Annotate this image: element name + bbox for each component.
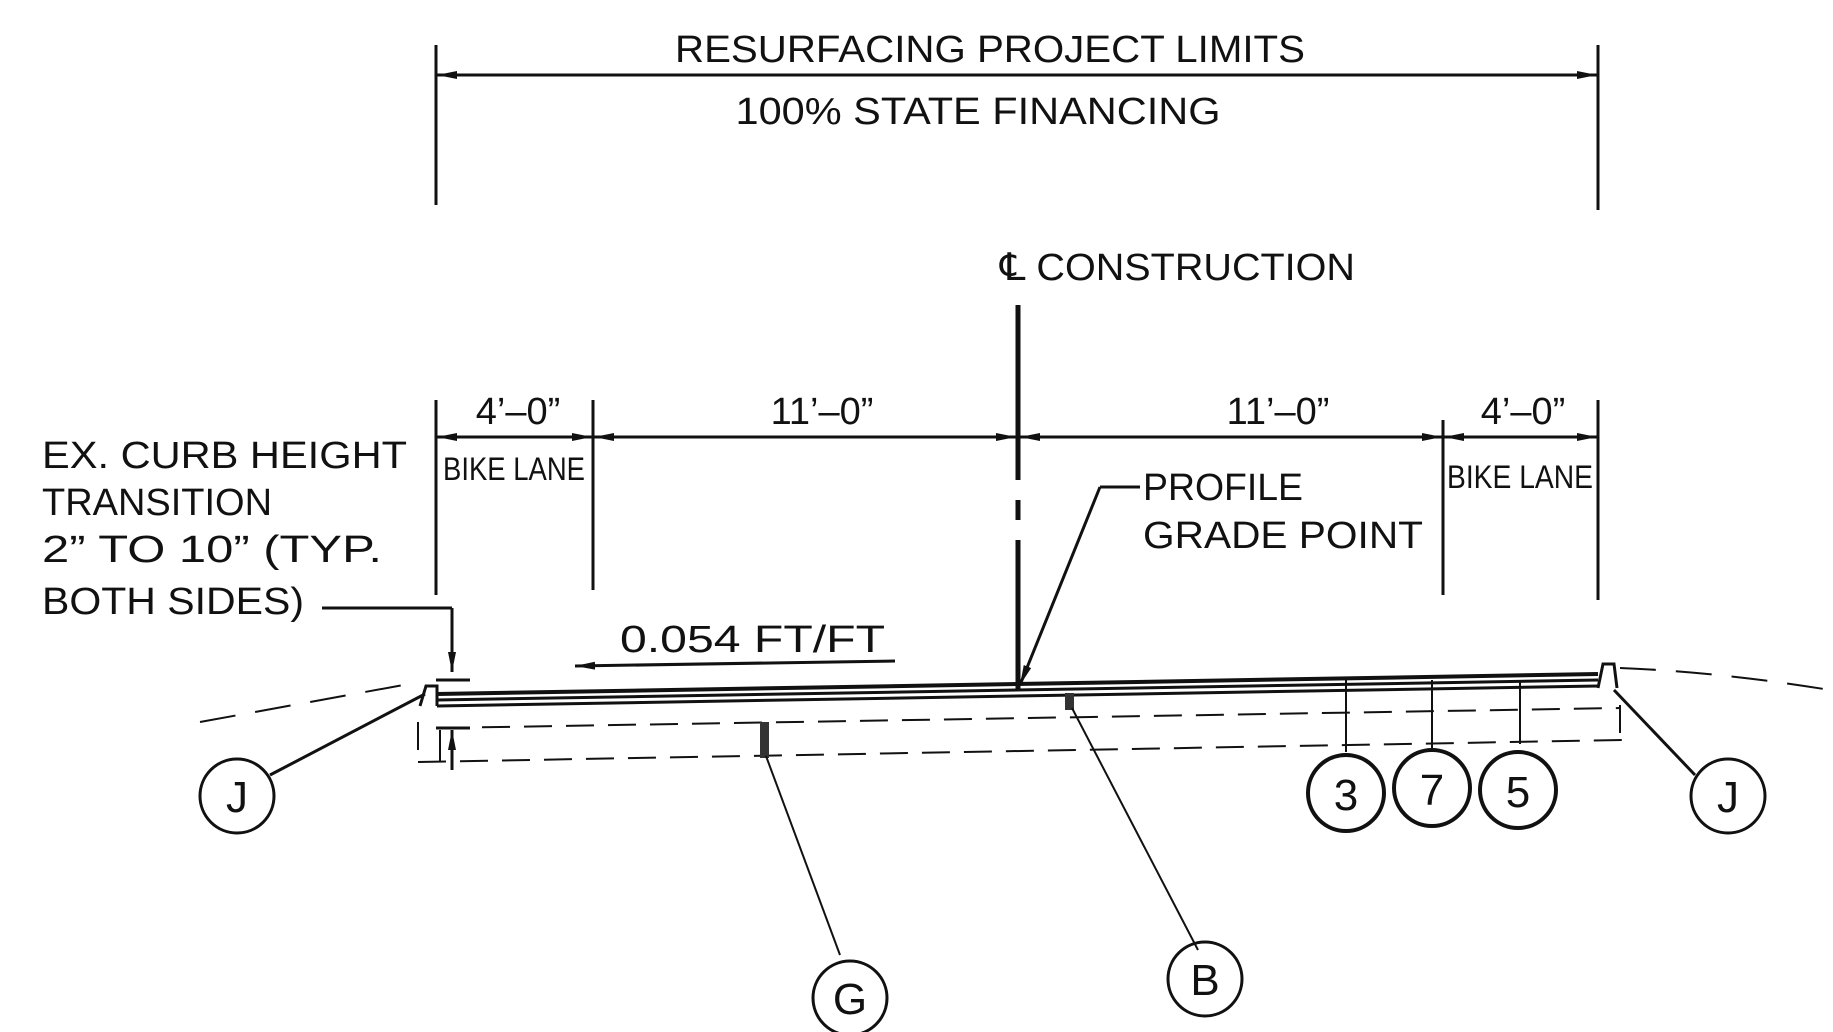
callout-g-label: G bbox=[833, 975, 867, 1024]
dim-right-bike-label: 4’–0” bbox=[1481, 391, 1566, 433]
lane-extension-lines bbox=[434, 400, 1600, 600]
cross-slope-arrow bbox=[574, 659, 896, 670]
dim-left-bike-label: 4’–0” bbox=[476, 391, 561, 433]
pavement-bottom bbox=[436, 684, 1599, 708]
callout-j-left: J bbox=[198, 757, 276, 835]
curb-right bbox=[1596, 662, 1619, 689]
curb-note-leader bbox=[322, 606, 470, 770]
callout-3-label: 3 bbox=[1334, 771, 1358, 820]
callout-b-label: B bbox=[1190, 956, 1219, 1005]
curb-note-line-1: EX. CURB HEIGHT bbox=[42, 435, 407, 477]
callout-j-right: J bbox=[1689, 757, 1767, 835]
profile-grade-leader bbox=[1018, 485, 1140, 686]
callout-b: B bbox=[1166, 940, 1244, 1018]
pavement-mid bbox=[436, 678, 1599, 702]
callout-j-left-label: J bbox=[226, 773, 248, 822]
profile-grade-line-2: GRADE POINT bbox=[1143, 515, 1423, 557]
centerline-label: ℄ CONSTRUCTION bbox=[999, 247, 1355, 289]
item-b-marker bbox=[1065, 693, 1074, 710]
pavement-top bbox=[436, 672, 1599, 696]
callout-5-label: 5 bbox=[1506, 768, 1530, 817]
profile-grade-line-1: PROFILE bbox=[1143, 467, 1303, 509]
callout-5: 5 bbox=[1478, 750, 1558, 830]
callout-g: G bbox=[811, 959, 889, 1032]
bike-lane-label-right: BIKE LANE bbox=[1447, 459, 1593, 495]
curb-note-line-3: 2” TO 10” (TYP. bbox=[42, 529, 382, 571]
callout-leaders bbox=[269, 688, 1697, 956]
roadway-section bbox=[199, 662, 1831, 764]
item-g-marker bbox=[760, 722, 769, 758]
dim-left-lane-label: 11’–0” bbox=[771, 391, 874, 433]
project-limits-dimension bbox=[434, 45, 1600, 210]
title-line-1: RESURFACING PROJECT LIMITS bbox=[675, 29, 1305, 71]
bike-lane-label-left: BIKE LANE bbox=[443, 451, 585, 487]
callout-7: 7 bbox=[1392, 748, 1472, 828]
dim-right-lane-label: 11’–0” bbox=[1227, 391, 1330, 433]
callout-7-label: 7 bbox=[1420, 766, 1444, 815]
cross-slope-label: 0.054 FT/FT bbox=[620, 619, 885, 661]
title-line-2: 100% STATE FINANCING bbox=[736, 91, 1221, 133]
callout-3: 3 bbox=[1306, 753, 1386, 833]
curb-note-line-4: BOTH SIDES) bbox=[42, 581, 304, 623]
curb-note-line-2: TRANSITION bbox=[42, 482, 272, 524]
callout-j-right-label: J bbox=[1717, 773, 1739, 822]
